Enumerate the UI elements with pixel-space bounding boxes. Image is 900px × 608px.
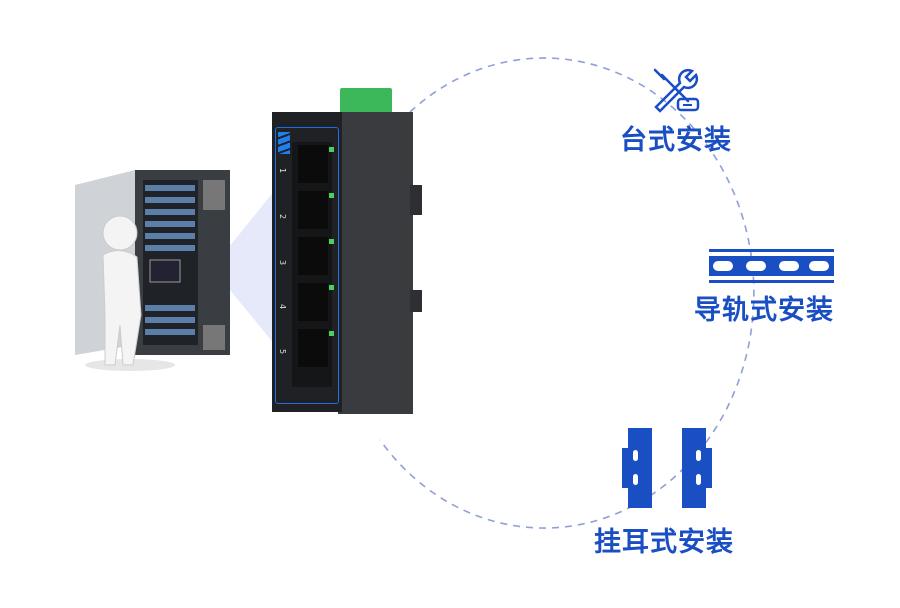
- light-beam: [212, 190, 275, 345]
- ear-mount-label: 挂耳式安装: [594, 527, 734, 558]
- brand-stripes: [278, 132, 290, 154]
- rj45-port[interactable]: [298, 145, 334, 183]
- rj45-port[interactable]: [298, 329, 334, 367]
- port-number: 2: [278, 213, 288, 220]
- port-number: 5: [278, 348, 288, 355]
- desktop-mount-label: 台式安装: [620, 125, 732, 156]
- din-rail-icon: [709, 249, 834, 283]
- power-terminal-block: [340, 88, 392, 116]
- din-rail-mount-label: 导轨式安装: [694, 295, 834, 326]
- port-number: 1: [278, 167, 288, 174]
- din-clip: [410, 185, 422, 215]
- wall-mount-ears-icon: [622, 428, 712, 508]
- port-number: 3: [278, 259, 288, 266]
- tools-icon: [653, 68, 700, 113]
- rj45-port[interactable]: [298, 237, 334, 275]
- rj45-port[interactable]: [298, 191, 334, 229]
- server-rack-with-technician-image: [75, 170, 230, 371]
- rj45-port[interactable]: [298, 283, 334, 321]
- port-number: 4: [278, 303, 288, 310]
- switch-side-panel: [338, 112, 413, 414]
- din-clip: [410, 290, 422, 312]
